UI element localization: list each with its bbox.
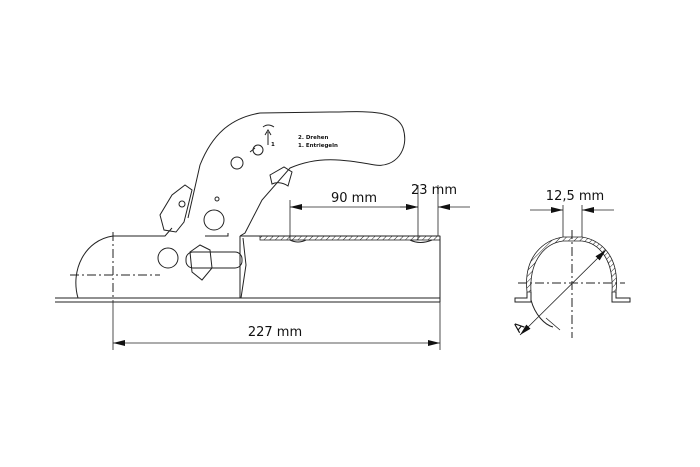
segment-length-dimension	[289, 185, 470, 240]
segment-length-label: 90 mm	[331, 191, 377, 206]
profile-width-label: 12,5 mm	[546, 189, 604, 204]
handle-label-turn: 2. Drehen	[298, 135, 328, 141]
coupling-side-view	[55, 111, 441, 303]
profile-cross-section	[514, 205, 631, 338]
handle-label-unlock: 1. Entriegeln	[298, 143, 338, 149]
overall-length-dimension	[112, 300, 441, 350]
segment-gap-label: 23 mm	[411, 183, 457, 198]
handle-arrow-number: 1	[271, 142, 275, 148]
overall-length-label: 227 mm	[248, 325, 302, 340]
diameter-label: A	[511, 319, 528, 336]
